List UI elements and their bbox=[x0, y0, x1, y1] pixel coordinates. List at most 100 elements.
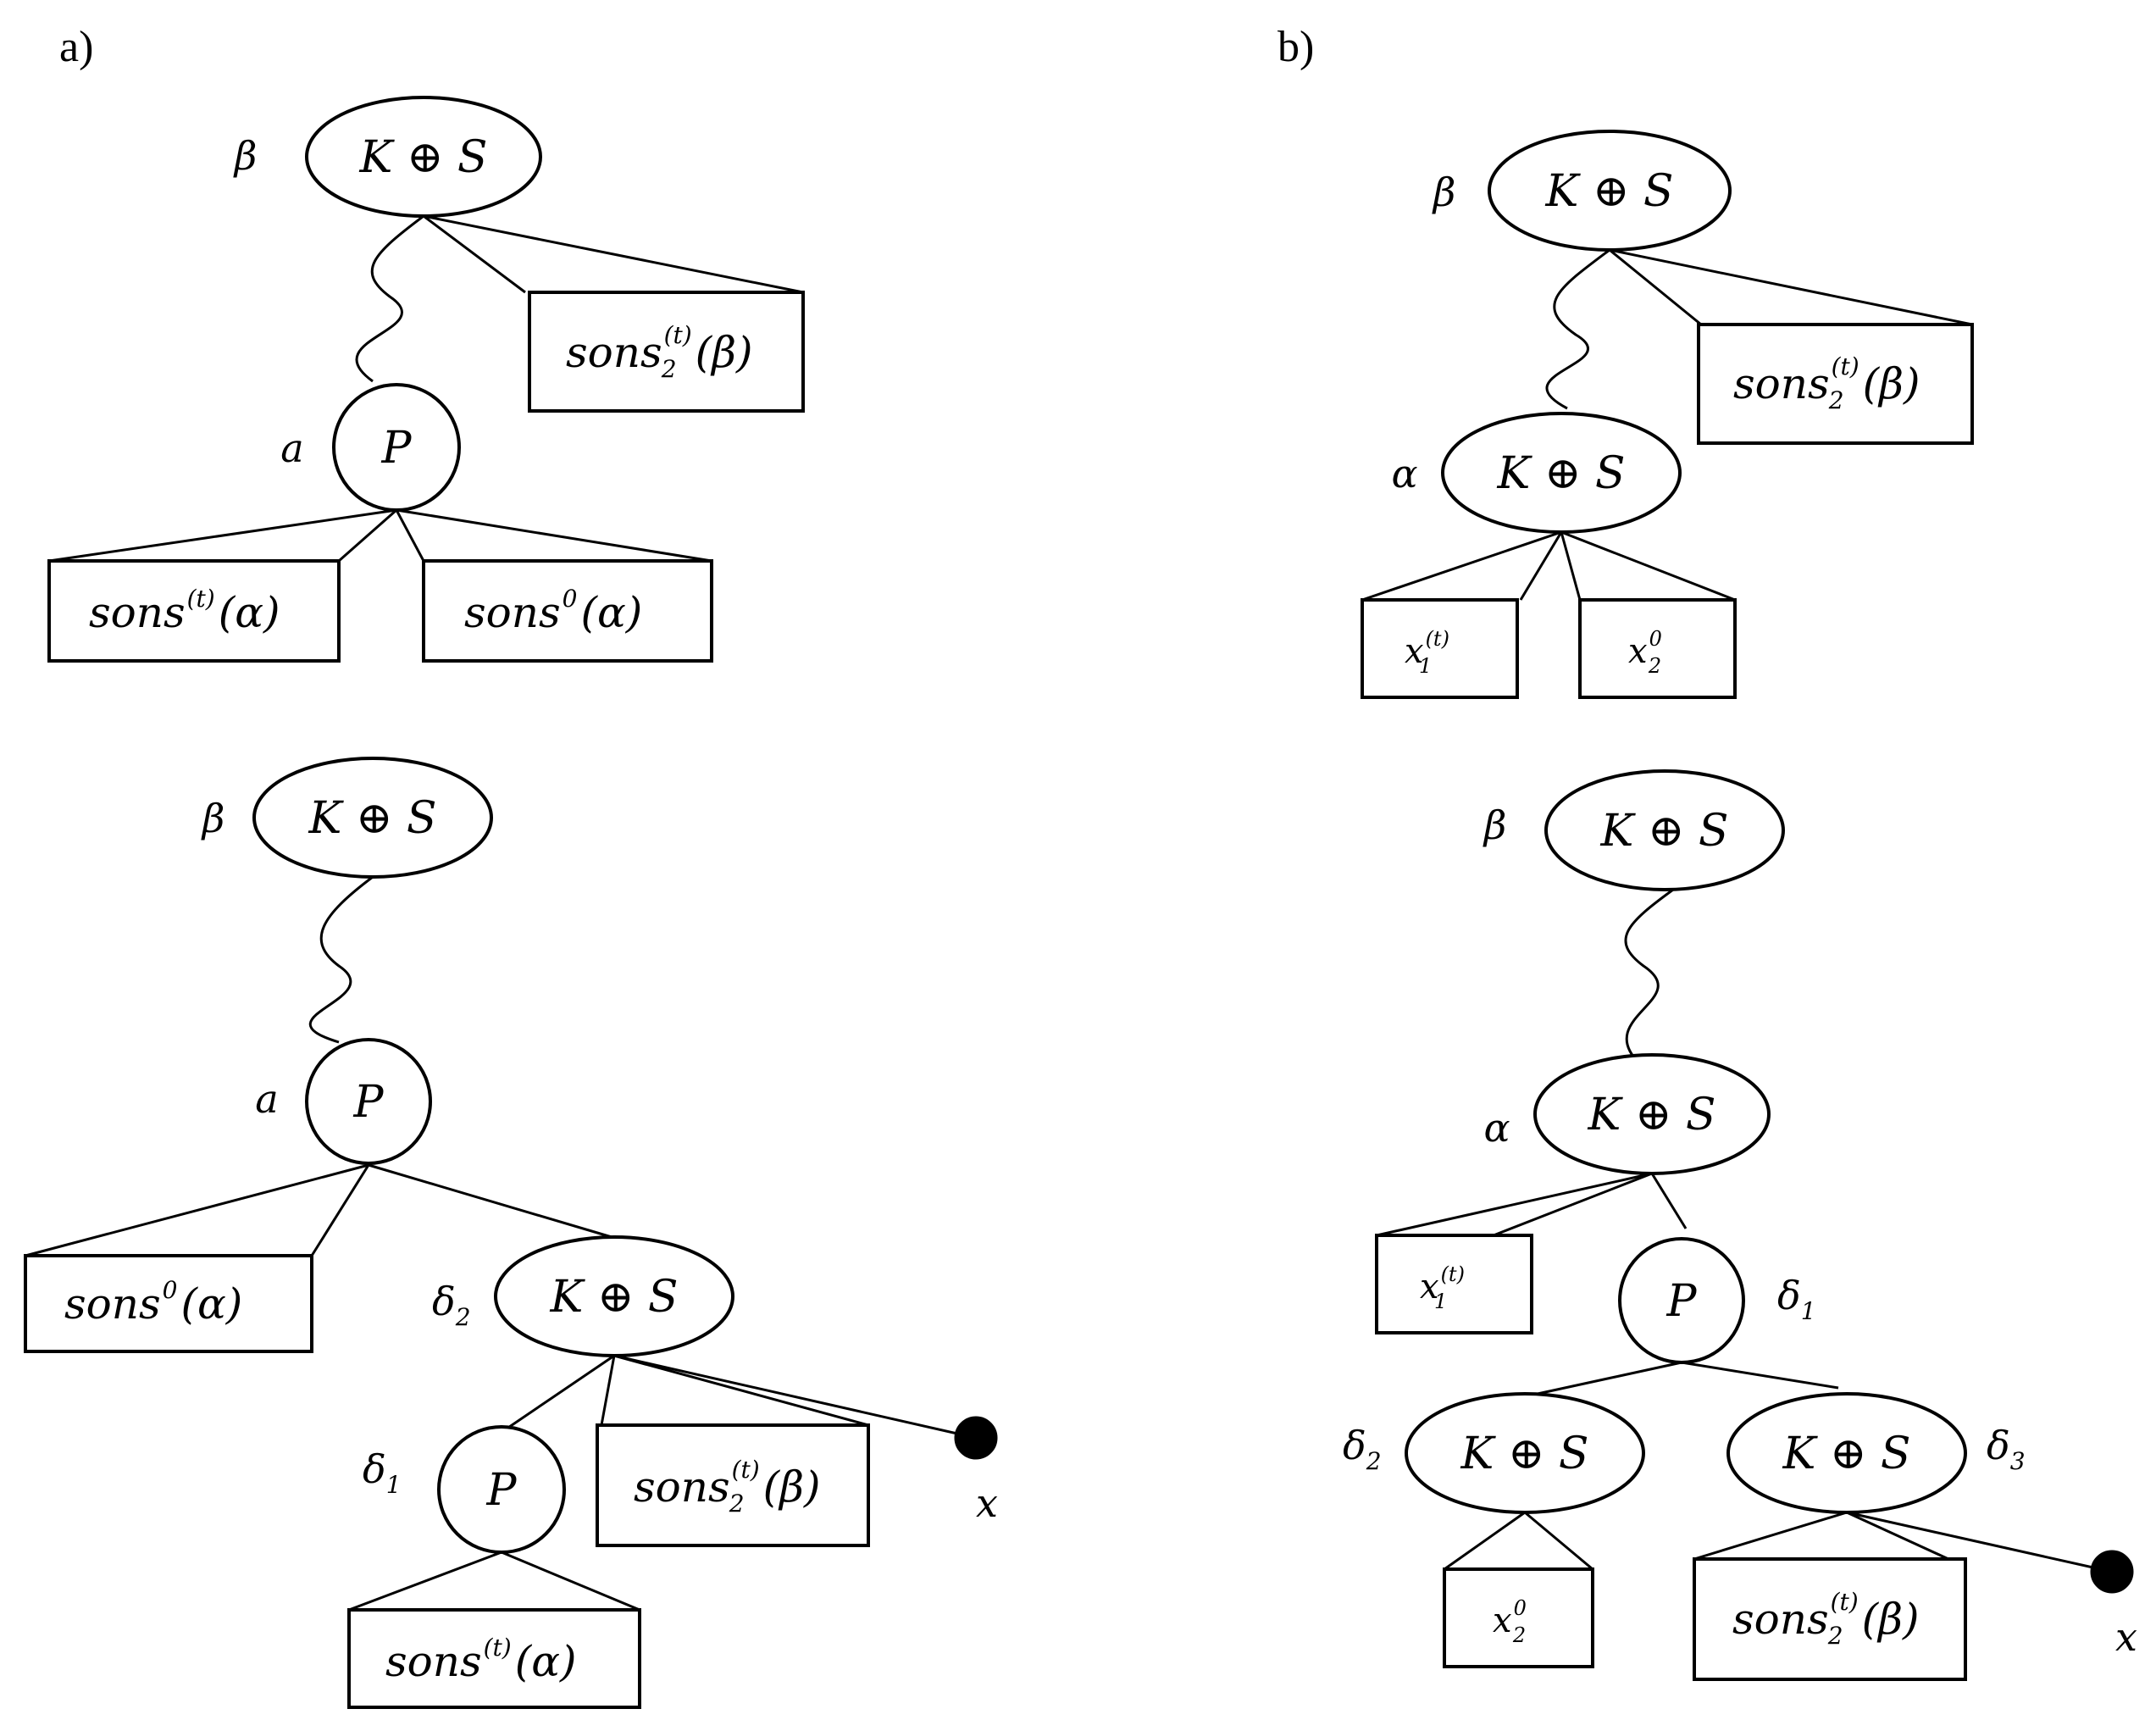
label-delta-2: δ2 bbox=[432, 1279, 471, 1331]
node-label: K ⊕ S bbox=[1782, 1429, 1910, 1479]
edge bbox=[1681, 1361, 1839, 1390]
node-label: K ⊕ S bbox=[358, 132, 487, 183]
box-x2-0 bbox=[1578, 598, 1737, 699]
edge bbox=[1846, 1511, 1949, 1561]
edge bbox=[1846, 1511, 2113, 1573]
node-label: P bbox=[1666, 1276, 1698, 1327]
node-delta3-ks bbox=[1726, 1392, 1967, 1514]
node-label: K ⊕ S bbox=[1496, 448, 1625, 499]
label-beta: β bbox=[1432, 169, 1456, 215]
panel-label-a: a) bbox=[59, 23, 93, 71]
edge bbox=[423, 214, 804, 294]
label-alpha: α bbox=[1391, 451, 1417, 497]
node-alpha-p bbox=[305, 1038, 432, 1165]
node-label: K ⊕ S bbox=[1587, 1090, 1715, 1140]
box-label: sons0(α) bbox=[464, 585, 642, 637]
edge bbox=[1517, 1361, 1682, 1400]
box-x2-0 bbox=[1443, 1567, 1594, 1668]
edge bbox=[348, 1551, 502, 1612]
edge bbox=[1444, 1511, 1526, 1571]
edge bbox=[25, 1163, 369, 1257]
label-alpha: a bbox=[280, 425, 303, 471]
edge bbox=[1361, 530, 1562, 602]
node-delta2-ks bbox=[494, 1235, 734, 1357]
label-x: x bbox=[2115, 1614, 2137, 1660]
edge bbox=[310, 1164, 370, 1257]
box-sons2-t-beta bbox=[596, 1423, 870, 1547]
node-label: K ⊕ S bbox=[1460, 1429, 1588, 1479]
wavy-edge bbox=[1545, 248, 1610, 410]
box-label: sons0(α) bbox=[64, 1276, 242, 1329]
edge bbox=[395, 509, 425, 562]
edge bbox=[501, 1551, 640, 1612]
label-delta-2: δ2 bbox=[1343, 1423, 1382, 1475]
box-label: sons(t)2(β) bbox=[1733, 352, 1920, 414]
box-label: x(t)1 bbox=[1405, 627, 1449, 678]
node-label: P bbox=[381, 423, 413, 474]
panel-a-top-tree: K ⊕ S β P a sons(t)2(β) sons(t)(α) sons0… bbox=[47, 96, 805, 663]
node-label: K ⊕ S bbox=[1544, 166, 1673, 217]
box-x1-t bbox=[1375, 1234, 1533, 1334]
node-label: K ⊕ S bbox=[308, 793, 436, 844]
edge bbox=[48, 508, 397, 563]
edge bbox=[1650, 1173, 1688, 1229]
wavy-edge bbox=[1624, 888, 1674, 1065]
node-label: K ⊕ S bbox=[549, 1272, 678, 1323]
label-beta: β bbox=[201, 796, 225, 841]
box-sons-t-alpha bbox=[47, 559, 341, 663]
box-sons-t-alpha bbox=[347, 1608, 641, 1709]
node-delta2-ks bbox=[1405, 1392, 1645, 1514]
edge bbox=[338, 508, 397, 563]
box-sons-0-alpha bbox=[422, 559, 713, 663]
edge bbox=[368, 1163, 612, 1239]
label-delta-1: δ1 bbox=[363, 1446, 402, 1499]
edge bbox=[1693, 1511, 1848, 1561]
node-alpha-p bbox=[332, 383, 461, 512]
label-alpha: a bbox=[255, 1076, 278, 1122]
leaf-point-x bbox=[954, 1416, 998, 1460]
node-label: P bbox=[353, 1077, 385, 1128]
node-delta1-p bbox=[437, 1425, 566, 1554]
edge bbox=[1376, 1172, 1653, 1237]
edge bbox=[1609, 248, 1973, 326]
box-label: sons(t)2(β) bbox=[634, 1456, 820, 1517]
node-label: P bbox=[486, 1465, 518, 1516]
node-beta-ks bbox=[305, 96, 542, 218]
box-sons2-t-beta bbox=[1693, 1557, 1967, 1681]
panel-a-bottom-tree: K ⊕ S β P a sons0(α) K ⊕ S δ2 P δ1 sons(… bbox=[24, 757, 998, 1709]
box-sons2-t-beta bbox=[528, 291, 805, 413]
node-label: K ⊕ S bbox=[1599, 806, 1728, 857]
edge bbox=[1519, 531, 1563, 601]
edge bbox=[396, 508, 712, 563]
label-beta: β bbox=[233, 133, 258, 179]
box-sons-0-alpha bbox=[24, 1254, 313, 1353]
edge bbox=[1493, 1172, 1653, 1237]
node-alpha-ks bbox=[1533, 1053, 1771, 1175]
node-beta-ks bbox=[252, 757, 493, 879]
label-alpha: α bbox=[1483, 1105, 1510, 1151]
panel-b-bottom-tree: K ⊕ S β K ⊕ S α x(t)1 P δ1 K ⊕ S δ2 K ⊕ … bbox=[1343, 769, 2137, 1681]
panel-label-b: b) bbox=[1278, 23, 1314, 71]
box-sons2-t-beta bbox=[1697, 323, 1974, 445]
box-label: sons(t)(α) bbox=[385, 1634, 577, 1686]
box-x1-t bbox=[1361, 598, 1519, 699]
label-beta: β bbox=[1483, 802, 1507, 848]
node-beta-ks bbox=[1544, 769, 1785, 891]
label-delta-3: δ3 bbox=[1987, 1423, 2026, 1475]
node-alpha-ks bbox=[1441, 412, 1682, 534]
edge bbox=[613, 1354, 869, 1427]
box-label: x(t)1 bbox=[1420, 1262, 1465, 1313]
edge bbox=[497, 1354, 615, 1436]
box-label: sons(t)(α) bbox=[89, 585, 280, 637]
edge bbox=[423, 214, 526, 294]
leaf-point-x bbox=[2090, 1550, 2134, 1594]
wavy-edge bbox=[308, 875, 374, 1044]
edge bbox=[1609, 248, 1702, 326]
edge bbox=[1524, 1511, 1593, 1571]
edge bbox=[613, 1354, 977, 1440]
node-delta1-p bbox=[1618, 1237, 1745, 1364]
